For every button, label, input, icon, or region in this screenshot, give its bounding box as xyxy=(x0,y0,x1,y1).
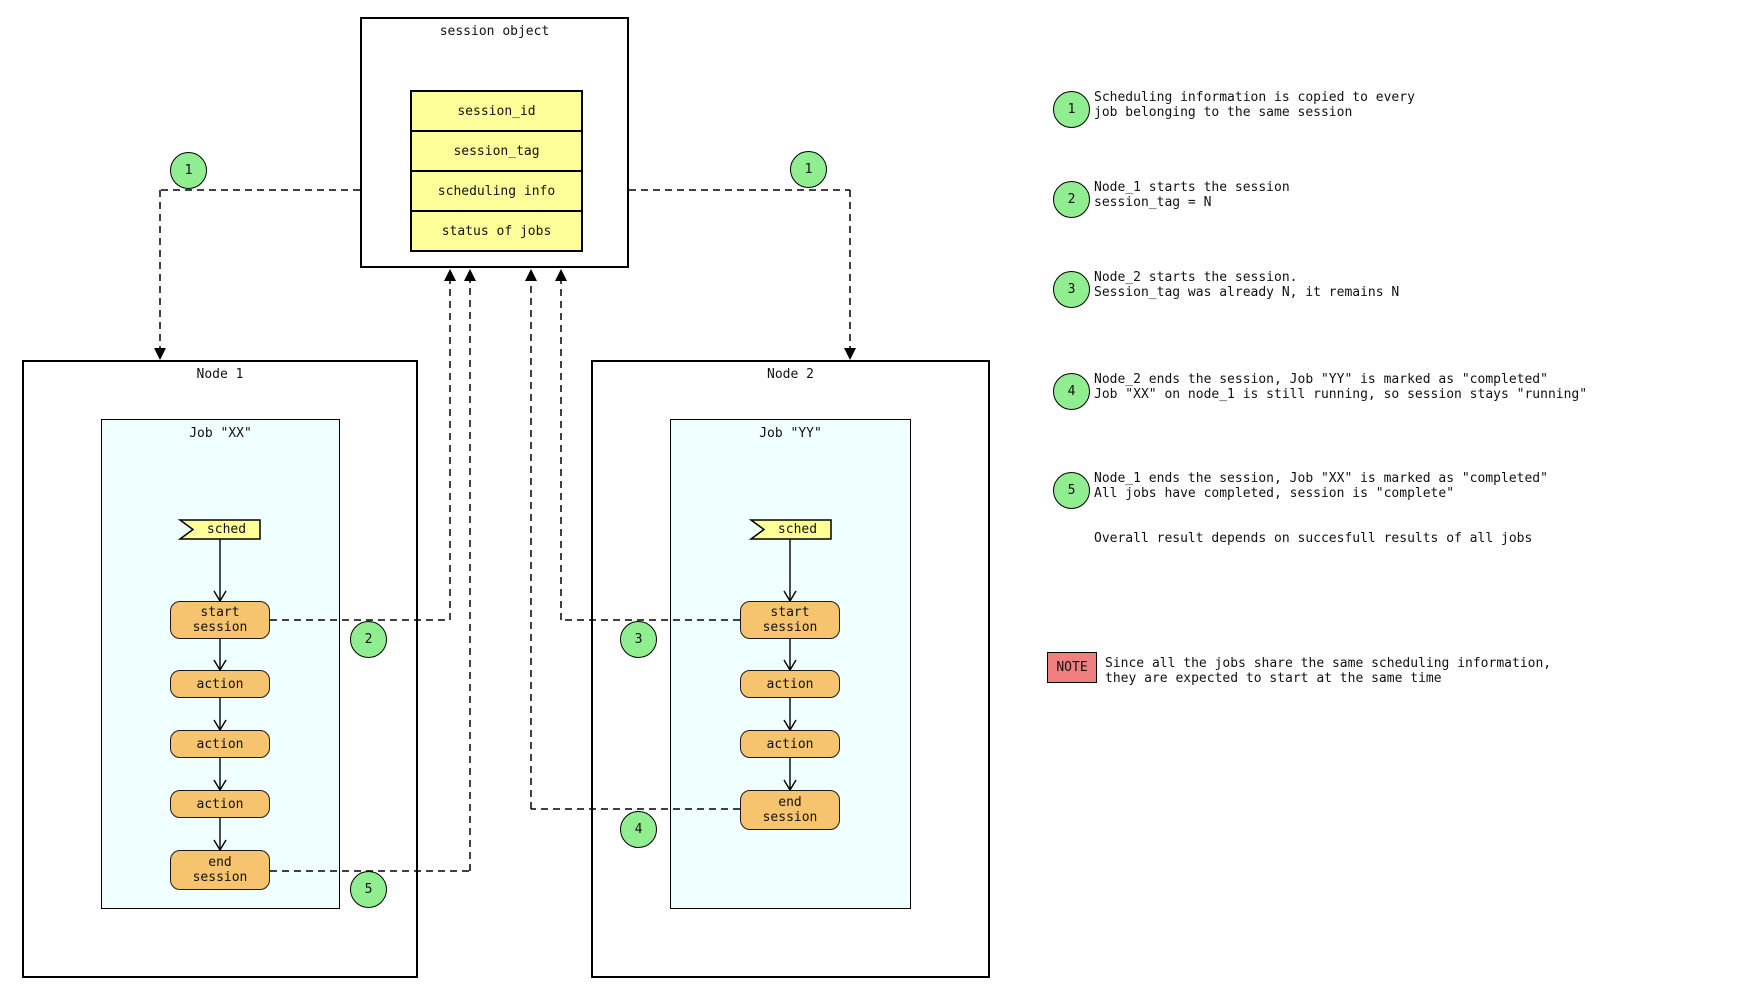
badge-5: 5 xyxy=(350,871,387,908)
badge-3-label: 3 xyxy=(634,632,643,647)
badge-4: 4 xyxy=(620,811,657,848)
badge-2-label: 2 xyxy=(364,632,373,647)
job-xx-step-end-session: end session xyxy=(170,850,270,890)
legend-text-5: Node_1 ends the session, Job "XX" is mar… xyxy=(1094,471,1548,501)
field-session-id: session_id xyxy=(410,90,583,132)
job-xx-step-start-session: start session xyxy=(170,601,270,639)
legend-badge-5-label: 5 xyxy=(1067,483,1076,498)
badge-1-right: 1 xyxy=(790,151,827,188)
job-xx-sched-flag-label: sched xyxy=(206,522,247,537)
field-scheduling-info: scheduling info xyxy=(410,170,583,212)
job-xx-step-action-1: action xyxy=(170,670,270,698)
note-badge-label: NOTE xyxy=(1056,660,1088,675)
badge-1-left-label: 1 xyxy=(184,163,193,178)
node2-title: Node 2 xyxy=(767,367,814,382)
job-yy-box xyxy=(670,419,911,909)
legend-badge-1-label: 1 xyxy=(1067,102,1076,117)
job-xx-box xyxy=(101,419,340,909)
legend-badge-2: 2 xyxy=(1053,181,1090,218)
legend-overall-result: Overall result depends on succesfull res… xyxy=(1094,531,1533,546)
legend-badge-4-label: 4 xyxy=(1067,384,1076,399)
session-object-title: session object xyxy=(439,24,550,39)
session-object-fields: session_id session_tag scheduling info s… xyxy=(410,90,583,252)
legend-badge-1: 1 xyxy=(1053,91,1090,128)
note-badge: NOTE xyxy=(1047,652,1097,683)
job-yy-step-start-session: start session xyxy=(740,601,840,639)
legend-badge-2-label: 2 xyxy=(1067,192,1076,207)
legend-text-2: Node_1 starts the session session_tag = … xyxy=(1094,180,1290,210)
job-yy-step-action-2: action xyxy=(740,730,840,758)
job-yy-step-action-1: action xyxy=(740,670,840,698)
badge-4-label: 4 xyxy=(634,822,643,837)
job-xx-title: Job "XX" xyxy=(189,426,252,441)
badge-2: 2 xyxy=(350,621,387,658)
legend-badge-4: 4 xyxy=(1053,373,1090,410)
badge-1-left: 1 xyxy=(170,152,207,189)
node1-title: Node 1 xyxy=(196,367,244,382)
job-xx-step-action-2: action xyxy=(170,730,270,758)
badge-3: 3 xyxy=(620,621,657,658)
legend-text-3: Node_2 starts the session. Session_tag w… xyxy=(1094,270,1400,300)
field-status-of-jobs: status of jobs xyxy=(410,210,583,252)
job-yy-title: Job "YY" xyxy=(759,426,822,441)
legend-badge-3-label: 3 xyxy=(1067,282,1076,297)
arrowheads xyxy=(154,269,856,360)
legend-badge-5: 5 xyxy=(1053,472,1090,509)
job-yy-step-end-session: end session xyxy=(740,790,840,830)
job-yy-sched-flag-label: sched xyxy=(777,522,818,537)
legend-text-4: Node_2 ends the session, Job "YY" is mar… xyxy=(1094,372,1588,402)
job-xx-step-action-3: action xyxy=(170,790,270,818)
badge-1-right-label: 1 xyxy=(804,162,813,177)
note-text: Since all the jobs share the same schedu… xyxy=(1105,656,1552,686)
field-session-tag: session_tag xyxy=(410,130,583,172)
badge-5-label: 5 xyxy=(364,882,373,897)
legend-badge-3: 3 xyxy=(1053,271,1090,308)
legend-text-1: Scheduling information is copied to ever… xyxy=(1094,90,1415,120)
